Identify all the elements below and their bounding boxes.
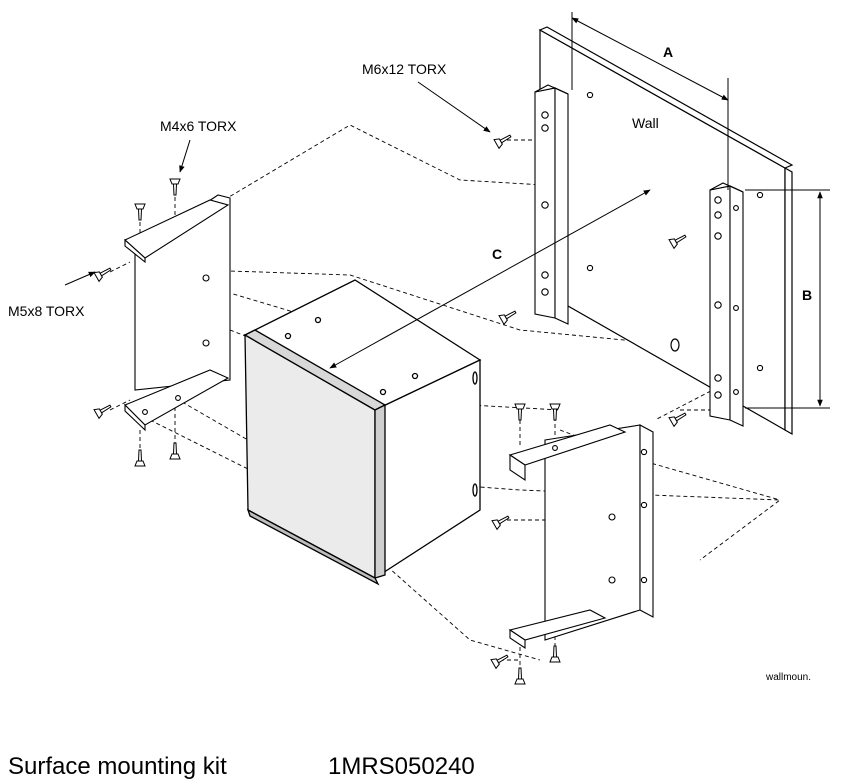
wall-rail-right bbox=[709, 182, 764, 427]
screw-icon bbox=[169, 178, 181, 196]
screw-icon bbox=[491, 515, 510, 531]
screw-icon bbox=[549, 645, 561, 663]
screw-icon bbox=[514, 403, 526, 421]
dimension-lines bbox=[329, 12, 830, 409]
dimension-label-c: C bbox=[492, 246, 502, 262]
screw-icon bbox=[169, 442, 181, 460]
bracket-left bbox=[124, 194, 231, 432]
label-m4x6-torx: M4x6 TORX bbox=[160, 118, 237, 134]
bracket-right bbox=[508, 424, 654, 650]
label-wall: Wall bbox=[632, 115, 659, 131]
label-m5x8-torx: M5x8 TORX bbox=[8, 303, 85, 319]
screw-icon bbox=[93, 404, 112, 420]
relay-housing bbox=[243, 279, 482, 586]
surface-mounting-exploded-diagram: M6x12 TORX M4x6 TORX M5x8 TORX Wall A B … bbox=[8, 12, 830, 685]
screw-icon bbox=[134, 449, 146, 467]
screw-icon bbox=[514, 667, 526, 685]
screw-icon bbox=[490, 654, 509, 670]
screw-icon bbox=[668, 412, 687, 428]
label-m6x12-torx: M6x12 TORX bbox=[362, 61, 447, 77]
dimension-label-b: B bbox=[802, 287, 812, 303]
leader-arrows bbox=[64, 81, 491, 286]
file-tag: wallmoun. bbox=[765, 672, 811, 683]
dimension-label-a: A bbox=[663, 44, 673, 60]
caption-part-number: 1MRS050240 bbox=[328, 753, 475, 780]
screw-icon bbox=[93, 267, 112, 283]
screw-icon bbox=[549, 403, 561, 421]
caption-title: Surface mounting kit bbox=[8, 753, 227, 780]
screw-icon bbox=[498, 310, 517, 326]
screw-icon bbox=[134, 203, 146, 221]
screw-icon bbox=[493, 134, 512, 150]
screw-icon bbox=[668, 234, 687, 250]
